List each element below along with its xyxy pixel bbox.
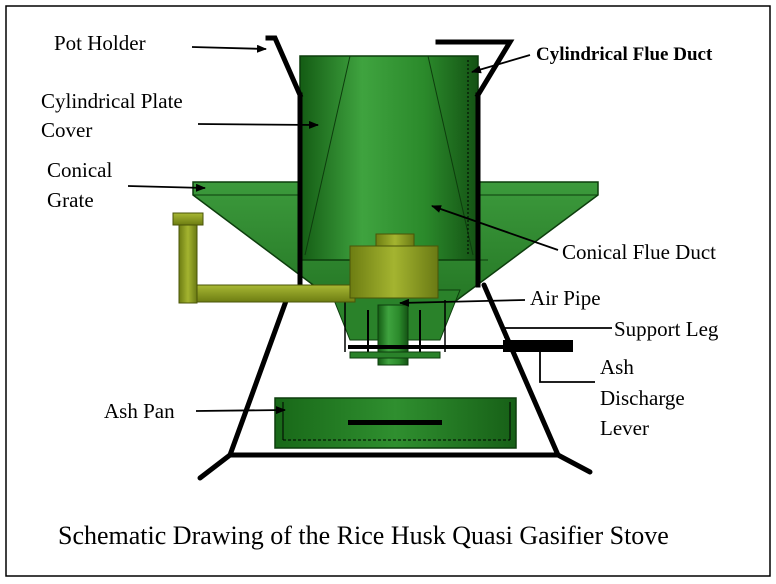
ash-pan [274,397,517,449]
air-pipe [172,212,439,304]
label-ash-discharge-lever-line3: Lever [600,416,649,440]
label-cylindrical-flue-duct: Cylindrical Flue Duct [536,44,713,65]
label-air-pipe: Air Pipe [530,286,601,310]
support-frame [197,282,593,481]
leader-lines [127,44,612,415]
label-ash-discharge-lever-line1: Ash [600,355,634,379]
label-pot-holder: Pot Holder [54,31,146,55]
pot-holder [265,35,515,293]
label-ash-pan: Ash Pan [104,399,175,423]
ash-discharge-body [329,289,461,366]
cylindrical-flue-duct [299,55,479,261]
label-conical-flue-duct: Conical Flue Duct [562,240,716,264]
label-support-leg: Support Leg [614,317,719,341]
label-cylindrical-plate-cover-line1: Cylindrical Plate [41,89,183,113]
label-ash-discharge-lever-line2: Discharge [600,386,685,410]
ash-discharge-lever [348,340,573,352]
label-cylindrical-plate-cover-line2: Cover [41,118,92,142]
diagram-caption: Schematic Drawing of the Rice Husk Quasi… [58,521,669,550]
label-conical-grate-line1: Conical [47,158,112,182]
label-conical-grate-line2: Grate [47,188,94,212]
